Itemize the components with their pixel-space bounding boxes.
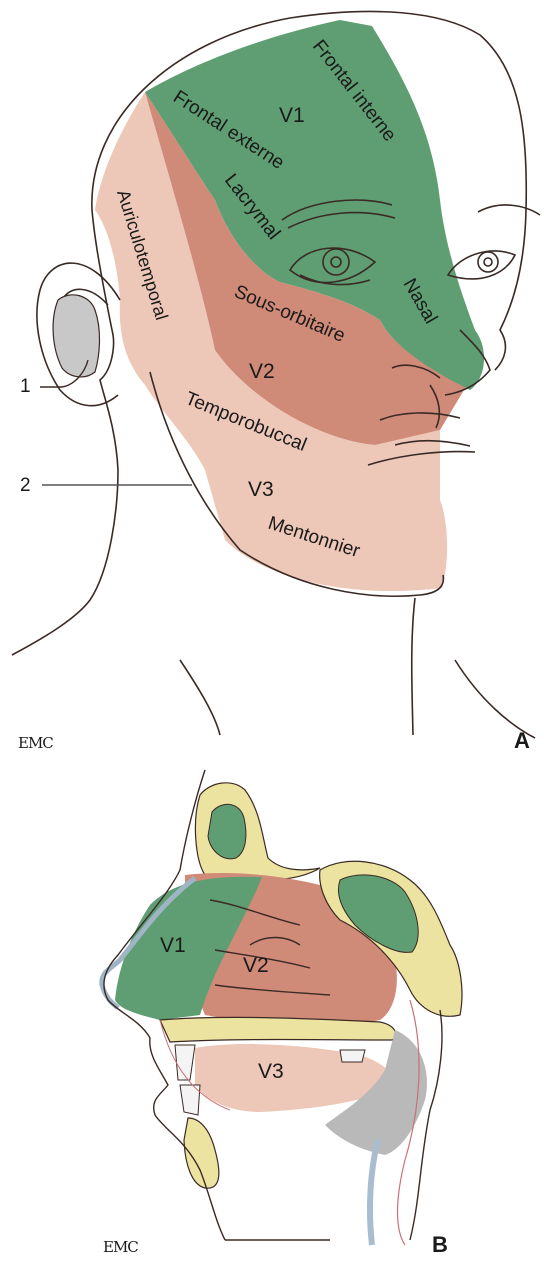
panel-b: V1 V2 V3 EMC B bbox=[102, 770, 462, 1257]
panel-a: Frontal interne V1 Frontal externe Lacry… bbox=[12, 11, 540, 753]
label-v3-a: V3 bbox=[248, 478, 274, 501]
airway-tube bbox=[370, 1140, 378, 1245]
label-v2-b: V2 bbox=[243, 954, 269, 977]
frontal-sinus-cavity bbox=[208, 804, 246, 858]
upper-incisor bbox=[175, 1045, 195, 1080]
panel-letter-a: A bbox=[514, 728, 530, 753]
logo-emc-b: EMC bbox=[103, 1238, 138, 1256]
callout-number-2: 2 bbox=[20, 475, 31, 496]
label-v1-b: V1 bbox=[160, 934, 186, 957]
callout-number-1: 1 bbox=[20, 376, 31, 397]
label-v3-b: V3 bbox=[258, 1060, 284, 1083]
molar-tooth bbox=[340, 1050, 365, 1062]
label-v1-a: V1 bbox=[279, 104, 305, 127]
label-v2-a: V2 bbox=[249, 360, 275, 383]
ear-zone-grey bbox=[53, 295, 99, 377]
logo-emc-a: EMC bbox=[18, 734, 53, 752]
hard-palate-bone bbox=[160, 1017, 396, 1042]
panel-letter-b: B bbox=[432, 1232, 448, 1257]
